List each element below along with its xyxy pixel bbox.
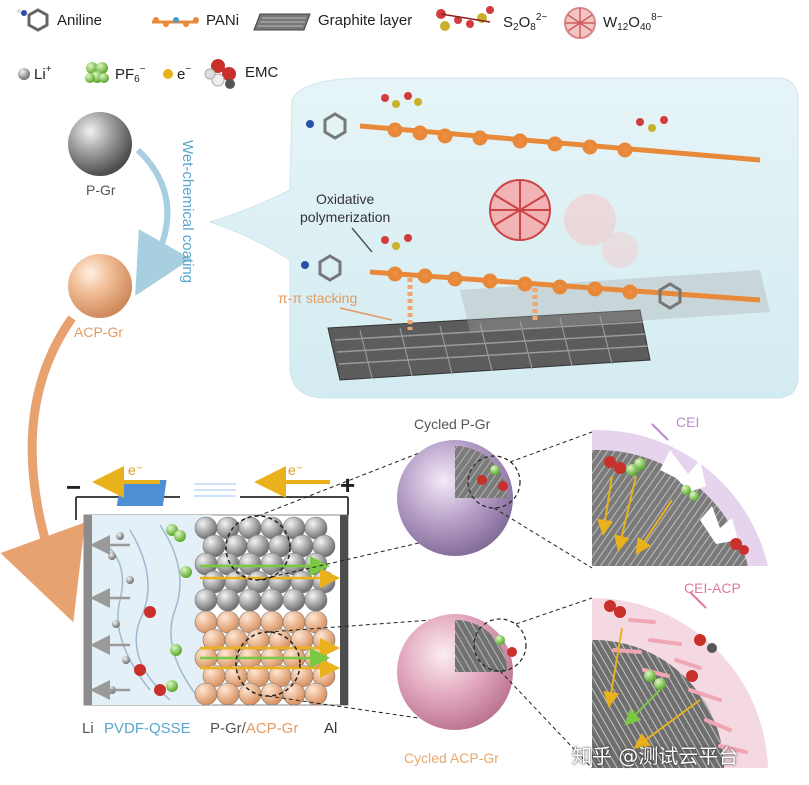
stacking-label: π-π stacking bbox=[278, 290, 358, 306]
electron-label-left: e⁻ bbox=[128, 462, 144, 478]
cei-zoom-wedge bbox=[592, 423, 768, 566]
aniline-molecules bbox=[301, 112, 682, 310]
tungstate-icon bbox=[564, 7, 596, 39]
cathode-particle bbox=[260, 588, 284, 612]
cei-acp-zoom-wedge bbox=[592, 591, 768, 768]
cathode-particle bbox=[238, 588, 262, 612]
aniline-icon bbox=[17, 8, 49, 32]
cathode-particle bbox=[194, 588, 218, 612]
anode-label: Li bbox=[82, 720, 94, 737]
cathode-particle bbox=[194, 682, 218, 706]
cathode-particle bbox=[238, 682, 262, 706]
legend-emc: EMC bbox=[245, 64, 279, 81]
legend-tungstate: W12O408− bbox=[603, 12, 663, 33]
cathode-particle bbox=[216, 588, 240, 612]
cathode-particle bbox=[282, 588, 306, 612]
watermark: 知乎 @测试云平台 bbox=[572, 744, 739, 768]
legend-aniline: Aniline bbox=[57, 12, 103, 29]
stacking-pointer bbox=[339, 307, 393, 321]
electron-icon bbox=[163, 69, 173, 79]
cycled-pgr-label: Cycled P-Gr bbox=[414, 416, 491, 432]
cycled-pgr-zoom bbox=[467, 455, 521, 509]
zoom-line bbox=[257, 539, 433, 581]
legend-electron: e− bbox=[177, 64, 192, 83]
process-label: Wet-chemical coating bbox=[179, 140, 196, 284]
graphite-layer-icon bbox=[253, 13, 311, 31]
tungstate-cluster bbox=[489, 179, 638, 268]
cathode-label: P-Gr/ACP-Gr bbox=[210, 720, 299, 737]
cycled-acpgr-sphere bbox=[397, 614, 517, 730]
pani-icon bbox=[152, 17, 199, 27]
cathode-particle bbox=[282, 682, 306, 706]
current-collector-label: Al bbox=[324, 720, 338, 737]
acpgr-sphere bbox=[68, 254, 132, 318]
legend-persulfate: S2O82− bbox=[503, 12, 548, 33]
cathode-particle bbox=[304, 588, 328, 612]
lithium-ion-icon bbox=[18, 68, 30, 80]
persulfate-molecules bbox=[381, 92, 668, 250]
legend-li: Li+ bbox=[34, 64, 52, 83]
oxidative-pointer bbox=[351, 227, 373, 253]
cathode-particle bbox=[304, 682, 328, 706]
pgr-particles bbox=[194, 516, 336, 612]
electron-label-right: e⁻ bbox=[288, 462, 304, 478]
coating-arrow bbox=[135, 147, 191, 297]
cei-label: CEI bbox=[676, 414, 700, 430]
pani-chain-lower bbox=[369, 266, 761, 303]
pani-chain-upper bbox=[359, 122, 761, 163]
acpgr-label: ACP-Gr bbox=[74, 324, 123, 340]
pgr-sphere bbox=[68, 112, 132, 176]
zoom-line bbox=[493, 507, 593, 569]
cei-acp-label: CEI-ACP bbox=[684, 580, 741, 596]
electrolyte-label: PVDF-QSSE bbox=[104, 720, 191, 737]
pi-stacking-lines bbox=[407, 278, 538, 330]
legend-pf6: PF6− bbox=[115, 64, 146, 85]
cathode-particle bbox=[216, 682, 240, 706]
negative-terminal: − bbox=[66, 472, 82, 502]
zoom-line bbox=[499, 670, 593, 769]
emc-icon bbox=[204, 59, 236, 89]
cycled-pgr-sphere bbox=[397, 440, 513, 556]
positive-terminal: + bbox=[340, 470, 356, 500]
zoom-line bbox=[257, 447, 433, 517]
to-battery-arrow bbox=[0, 315, 85, 623]
pf6-icon bbox=[85, 62, 109, 83]
cycled-acpgr-zoom bbox=[473, 618, 527, 672]
legend-graphite: Graphite layer bbox=[318, 12, 413, 29]
legend-pani: PANi bbox=[206, 12, 240, 29]
persulfate-icon bbox=[436, 6, 494, 31]
zoom-line bbox=[515, 597, 593, 625]
cycled-acpgr-label: Cycled ACP-Gr bbox=[404, 750, 499, 766]
pgr-label: P-Gr bbox=[86, 182, 116, 198]
mechanism-bubble bbox=[208, 77, 799, 399]
electrolyte-species bbox=[108, 524, 192, 696]
zoom-line bbox=[509, 431, 593, 463]
oxidative-label: Oxidative polymerization bbox=[300, 191, 391, 225]
